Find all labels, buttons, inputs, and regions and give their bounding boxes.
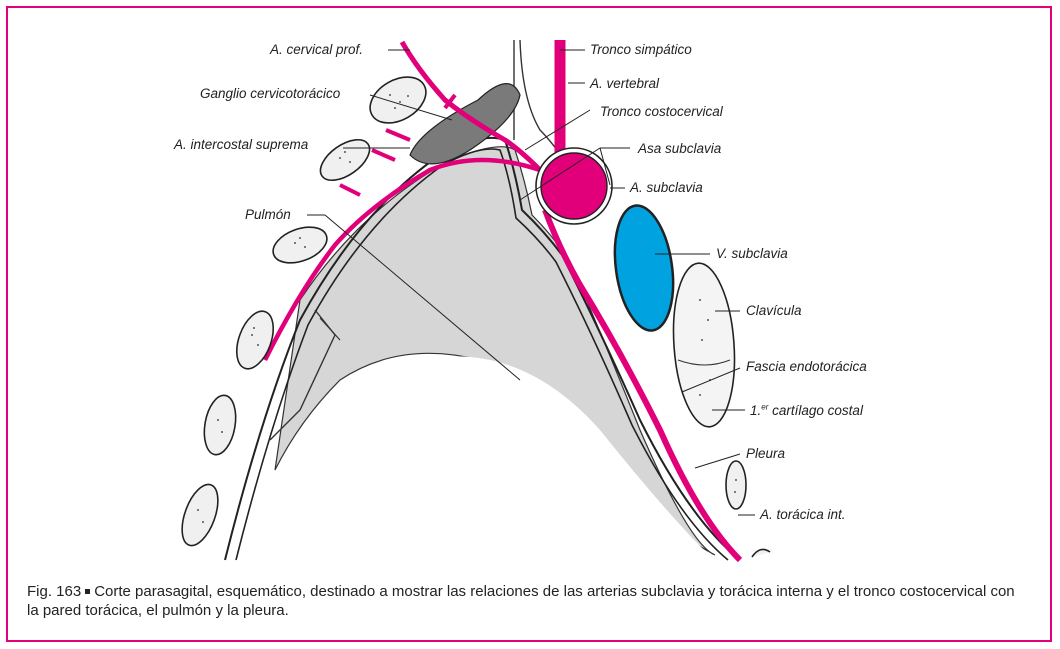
label-tronco-simpatico: Tronco simpático	[590, 42, 692, 58]
rib-7	[726, 461, 746, 509]
label-vertebral: A. vertebral	[590, 76, 659, 92]
label-pulmon: Pulmón	[245, 207, 291, 223]
label-cartilago: 1.er cartílago costal	[750, 403, 863, 419]
label-toracica: A. torácica int.	[760, 507, 846, 523]
rib-6	[175, 480, 225, 550]
label-pleura: Pleura	[746, 446, 785, 462]
label-intercostal: A. intercostal suprema	[174, 137, 308, 153]
rib-5	[200, 393, 240, 457]
subclavian-vein	[608, 202, 681, 335]
rib-2	[313, 132, 376, 189]
rib-8	[752, 549, 770, 557]
clavicle	[668, 261, 739, 429]
intercostal-branch-3	[340, 185, 360, 195]
intercostal-branch-1	[372, 150, 395, 160]
intercostal-branch-2	[386, 130, 410, 140]
caption-fig-number: Fig. 163	[27, 583, 81, 600]
rib-4	[230, 306, 281, 373]
cartilago-pre: 1.	[750, 403, 761, 418]
label-asa-subclavia: Asa subclavia	[638, 141, 721, 157]
cartilago-post: cartílago costal	[768, 403, 863, 418]
label-ganglio: Ganglio cervicotorácico	[200, 86, 340, 102]
label-fascia: Fascia endotorácica	[746, 359, 867, 375]
subclavian-artery	[541, 153, 607, 219]
label-clavicula: Clavícula	[746, 303, 802, 319]
label-cervical-prof: A. cervical prof.	[270, 42, 363, 58]
label-tronco-costocervical: Tronco costocervical	[600, 104, 723, 120]
label-v-subclavia: V. subclavia	[716, 246, 788, 262]
label-a-subclavia: A. subclavia	[630, 180, 703, 196]
caption-text: Corte parasagital, esquemático, destinad…	[27, 583, 1015, 619]
caption-bullet	[85, 589, 90, 594]
